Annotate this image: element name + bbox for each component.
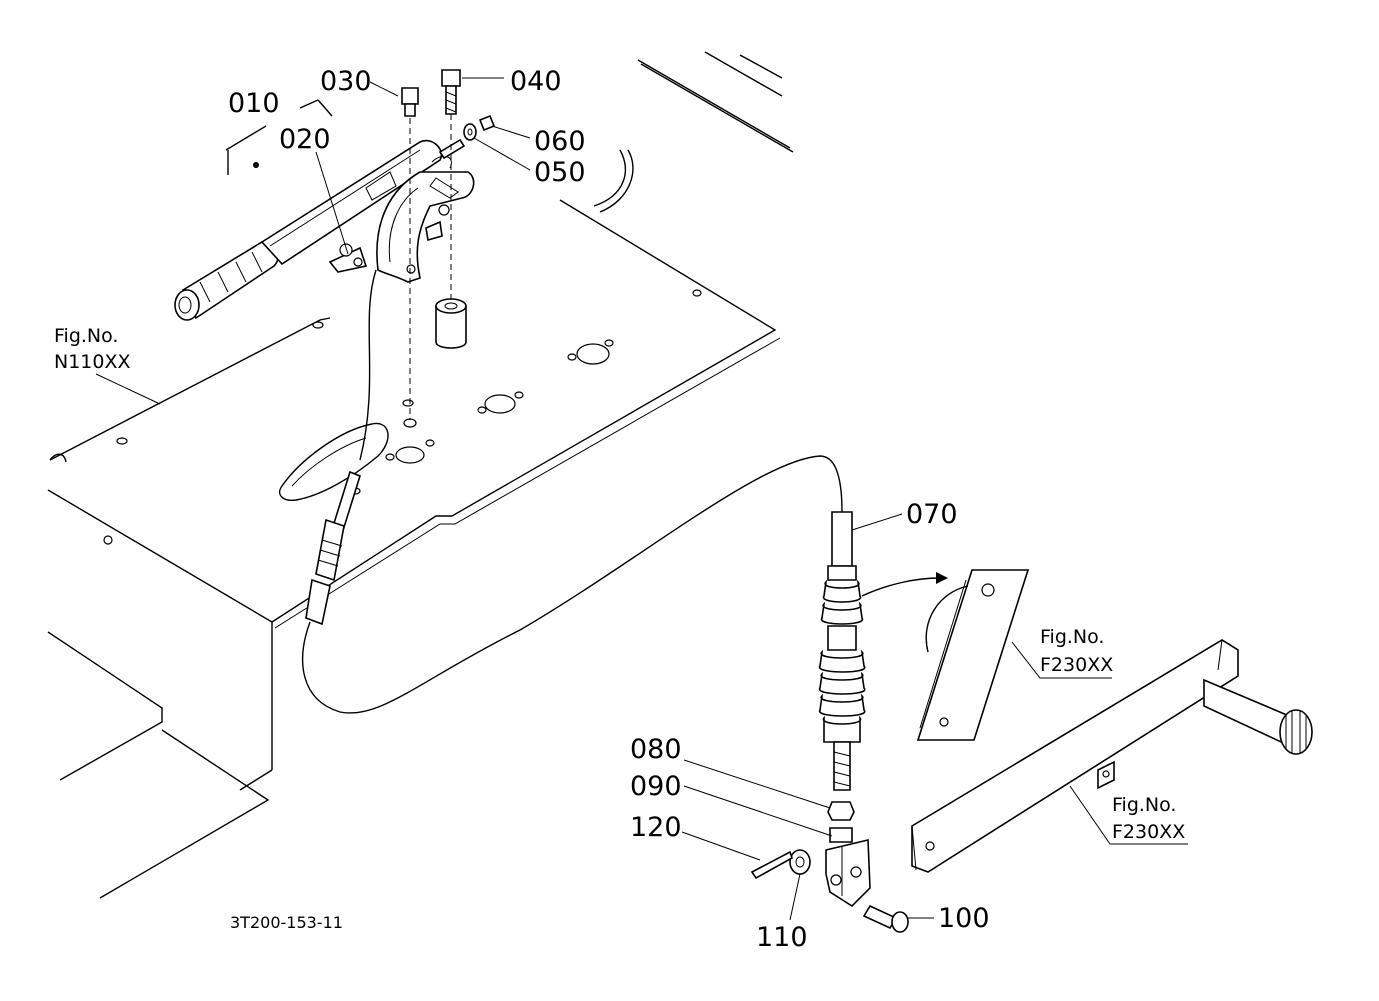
callout-030: 030 [320,66,372,97]
background-panel [593,51,794,213]
fig-ref-shaft-line1: Fig.No. [1112,794,1176,816]
leader-lines [95,77,1188,921]
callout-060: 060 [534,126,586,157]
brake-shaft [911,639,1313,873]
callout-090: 090 [630,771,682,802]
fig-ref-shaft-line2: F230XX [1112,821,1185,843]
fig-ref-top-left-line2: N110XX [54,351,131,373]
fasteners [401,69,496,420]
callout-100: 100 [938,903,990,934]
callouts: 010 020 030 040 060 050 070 080 090 120 … [228,66,990,953]
brake-pedal [916,569,1030,741]
callout-110: 110 [756,922,808,953]
fig-ref-pedal-line1: Fig.No. [1040,626,1104,648]
callout-070: 070 [906,499,958,530]
hand-brake-lever [174,99,475,321]
brake-cable [301,269,948,791]
callout-050: 050 [534,157,586,188]
callout-080: 080 [630,734,682,765]
floor-plate [47,199,781,899]
fig-ref-top-left-line1: Fig.No. [54,325,118,347]
fig-ref-pedal-line2: F230XX [1040,654,1113,676]
clevis-assembly [750,801,909,933]
callout-120: 120 [630,812,682,843]
drawing-code: 3T200-153-11 [230,913,343,932]
callout-020: 020 [279,124,331,155]
figure-references: Fig.No. N110XX Fig.No. F230XX Fig.No. F2… [54,325,1185,843]
callout-010: 010 [228,88,280,119]
callout-040: 040 [510,66,562,97]
